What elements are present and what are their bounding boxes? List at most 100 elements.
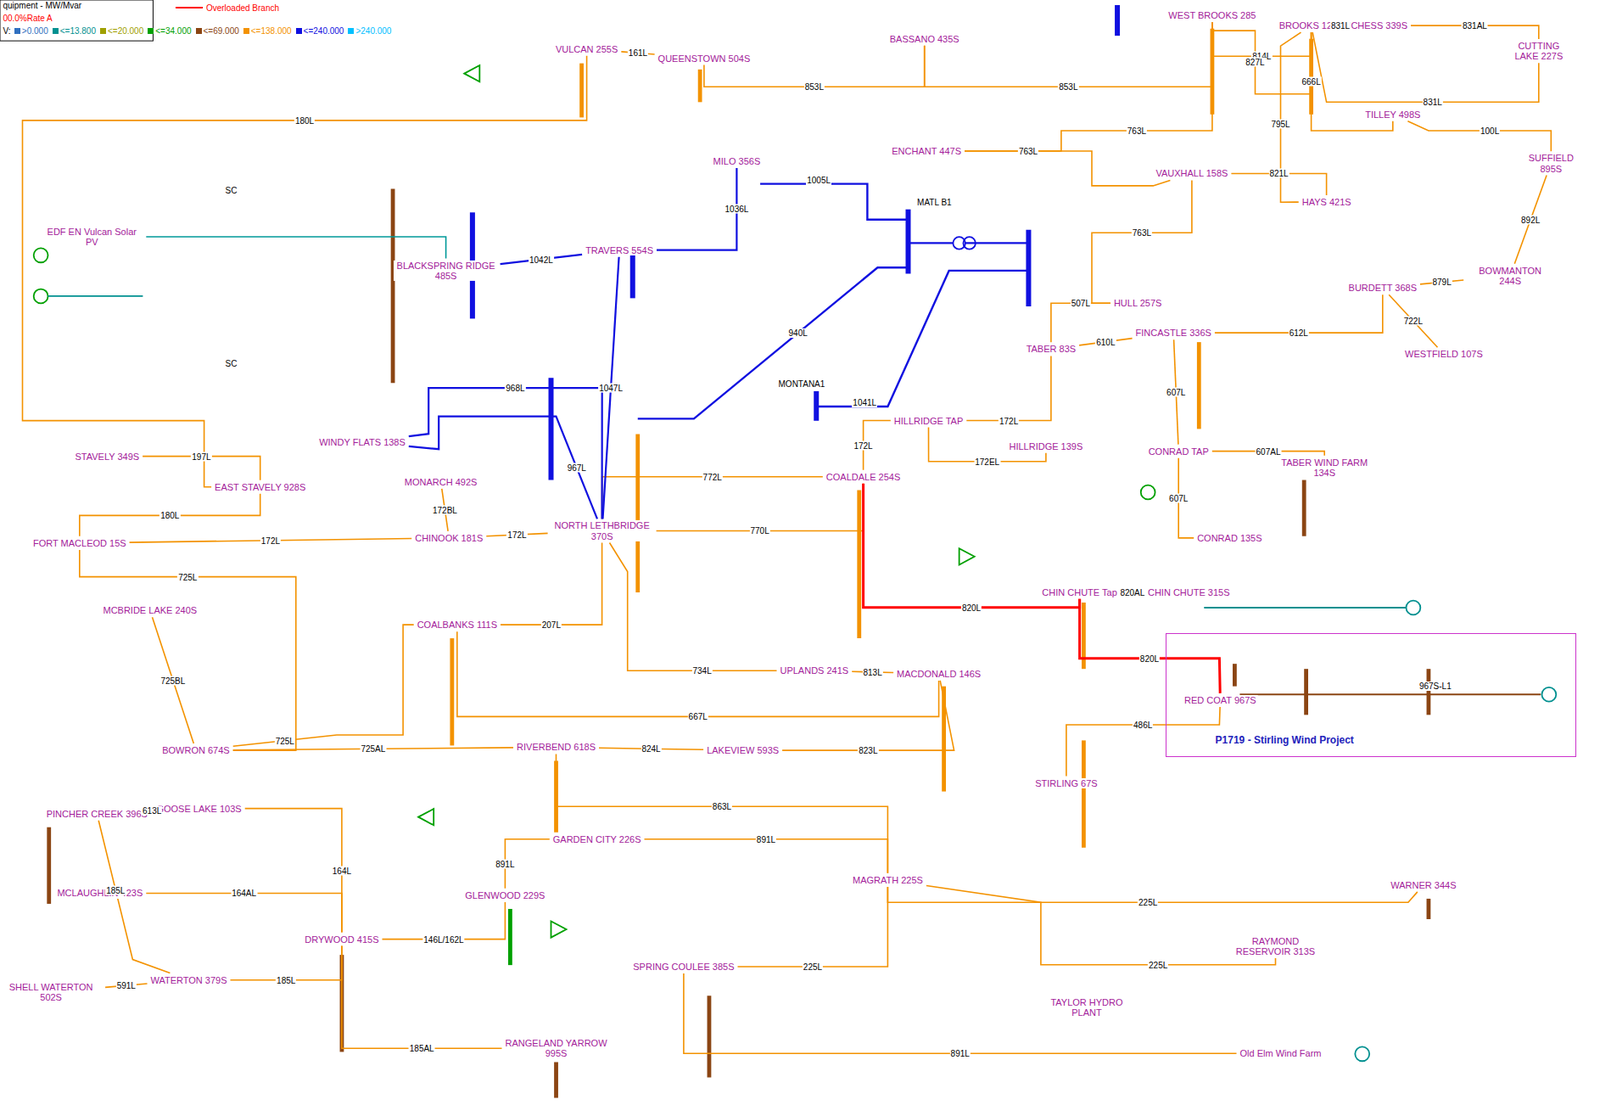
bus-bar	[391, 189, 396, 384]
station-name: HILLRIDGE TAP	[894, 415, 964, 426]
station-name: BLACKSPRING RIDGE 485S	[395, 260, 498, 281]
substation-label: UPLANDS 241S	[777, 665, 851, 676]
annotation: MATL B1	[916, 197, 953, 207]
legend-note: quipment - MW/Mvar	[1, 0, 83, 11]
line-name: 1047L	[598, 383, 624, 393]
line-name: 891L	[494, 858, 515, 868]
substation-label: TILLEY 498S	[1363, 109, 1422, 120]
transmission-line	[457, 631, 940, 717]
station-name: RANGELAND YARROW 995S	[505, 1037, 608, 1058]
line-name: 831AL	[1461, 21, 1489, 31]
legend-text: <=138.000	[251, 26, 292, 36]
transmission-line	[1212, 22, 1312, 95]
line-name: 161L	[627, 48, 649, 58]
line-name: 613L	[141, 805, 163, 816]
station-name: GARDEN CITY 226S	[553, 833, 642, 845]
substation-label: HULL 257S	[1112, 297, 1164, 308]
bus-bar	[1426, 668, 1432, 715]
line-name: 612L	[1288, 328, 1310, 338]
bus-bar	[1025, 229, 1031, 307]
transmission-line	[609, 542, 778, 672]
station-name: FINCASTLE 336S	[1135, 327, 1212, 338]
transmission-line	[341, 945, 503, 1049]
generator-symbol	[1141, 485, 1156, 500]
station-name: RED COAT 967S	[1184, 694, 1257, 705]
substation-label: RANGELAND YARROW 995S	[503, 1037, 610, 1058]
station-name: BOWRON 674S	[162, 744, 230, 756]
line-name: 853L	[804, 82, 825, 92]
line-name: 172EL	[973, 456, 1001, 466]
transmission-line	[656, 483, 864, 532]
substation-label: FINCASTLE 336S	[1134, 327, 1214, 338]
line-name: 185AL	[408, 1043, 436, 1053]
substation-label: WINDY FLATS 138S	[317, 436, 408, 448]
load-symbol	[551, 920, 567, 937]
substation-label: VAUXHALL 158S	[1153, 167, 1230, 179]
substation-label: VULCAN 255S	[553, 44, 620, 55]
line-name: 185L	[105, 884, 126, 895]
bus-bar	[1303, 668, 1309, 715]
legend-text: <=34.000	[155, 26, 191, 36]
line-name: 146L/162L	[422, 934, 465, 944]
transmission-line	[683, 973, 1237, 1053]
legend-note: 00.0%Rate A	[1, 13, 53, 23]
transformer-symbol	[962, 236, 975, 249]
station-name: CHIN CHUTE 315S	[1147, 587, 1231, 598]
station-name: CHINOOK 181S	[414, 532, 483, 543]
line-name: 820L	[961, 602, 982, 612]
substation-label: WEST BROOKS 285	[1166, 10, 1258, 21]
legend-text: >240.000	[355, 26, 392, 36]
station-name: WINDY FLATS 138S	[318, 436, 406, 448]
line-name: 666L	[1300, 77, 1321, 87]
station-name: MACDONALD 146S	[896, 668, 981, 679]
line-name: 820L	[1139, 653, 1160, 663]
bus-bar	[1197, 341, 1202, 429]
annotation: MONTANA1	[777, 379, 827, 389]
line-name: 225L	[1147, 959, 1169, 969]
substation-label: MCBRIDE LAKE 240S	[100, 604, 199, 616]
station-name: HAYS 421S	[1302, 196, 1352, 207]
substation-label: MONARCH 492S	[402, 476, 480, 487]
legend-text: Overloaded Branch	[206, 3, 280, 13]
line-name: 892L	[1520, 214, 1541, 224]
transmission-line	[145, 236, 446, 259]
legend-swatch	[296, 27, 303, 34]
annotation: 967S-L1	[1418, 681, 1453, 691]
bus-bar	[1114, 5, 1120, 36]
station-name: WEST BROOKS 285	[1168, 10, 1256, 21]
substation-label: MACDONALD 146S	[895, 668, 983, 679]
substation-label: BURDETT 368S	[1347, 282, 1420, 293]
line-name: 823L	[857, 745, 879, 756]
transmission-line	[500, 542, 603, 626]
transmission-line	[964, 151, 1170, 186]
station-name: STAVELY 349S	[74, 451, 140, 462]
substation-label: MCLAUGHLIN 423S	[55, 887, 145, 898]
substation-label: RAYMOND RESERVOIR 313S	[1223, 935, 1329, 957]
line-name: 831L	[1330, 21, 1351, 31]
station-name: RIVERBEND 618S	[516, 741, 596, 752]
substation-label: WATERTON 379S	[148, 974, 229, 985]
legend-text: <=240.000	[303, 26, 345, 36]
substation-label: HAYS 421S	[1300, 196, 1354, 207]
station-name: MCBRIDE LAKE 240S	[102, 604, 197, 616]
substation-label: QUEENSTOWN 504S	[656, 53, 753, 64]
station-name: EDF EN Vulcan Solar PV	[40, 226, 143, 247]
legend-item: >240.000	[347, 26, 392, 36]
substation-label: SHELL WATERTON 502S	[0, 981, 104, 1002]
line-name: 821L	[1268, 168, 1289, 179]
station-name: LAKEVIEW 593S	[706, 744, 779, 756]
line-name: 795L	[1269, 119, 1291, 129]
line-name: 225L	[802, 962, 823, 972]
substation-label: LAKEVIEW 593S	[704, 744, 781, 756]
legend-swatch	[52, 27, 59, 34]
legend-item: <=240.000	[296, 26, 345, 36]
legend-text: >0.000	[22, 26, 49, 36]
line-name: 967L	[566, 463, 588, 473]
substation-label: SPRING COULEE 385S	[631, 961, 736, 972]
legend-text: <=20.000	[107, 26, 144, 36]
legend-swatch	[100, 27, 107, 34]
line-name: 185L	[275, 974, 297, 985]
line-name: 763L	[1131, 228, 1153, 238]
substation-label: GOOSE LAKE 103S	[154, 803, 243, 814]
transmission-line	[760, 184, 908, 220]
